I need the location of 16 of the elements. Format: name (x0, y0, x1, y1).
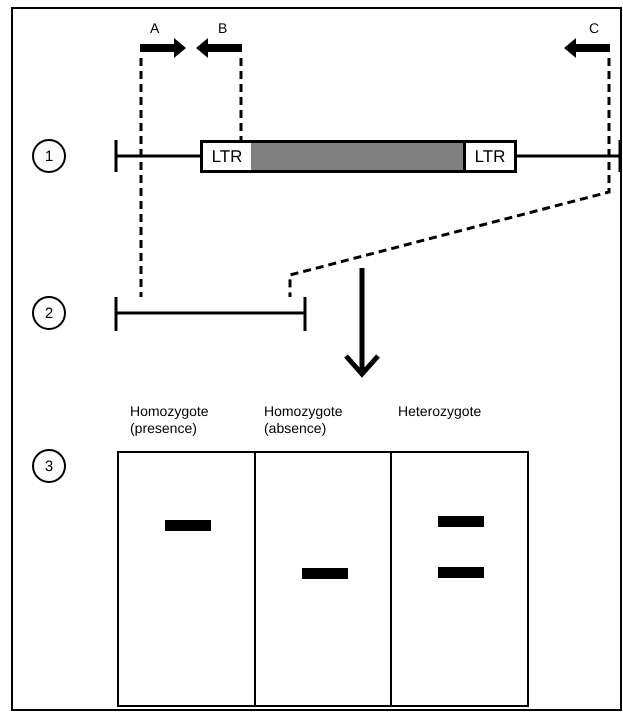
dna-line (114, 297, 307, 331)
insertion-bar (251, 140, 466, 173)
primer-label: C (589, 20, 600, 36)
step-number: 1 (32, 139, 66, 173)
dashed-connector (140, 58, 142, 297)
primer-label: B (218, 20, 228, 36)
dashed-connector (288, 58, 610, 297)
step-number: 2 (32, 296, 66, 330)
lane-heading: Homozygote (presence) (130, 403, 210, 437)
lane-heading: Homozygote (absence) (264, 403, 344, 437)
ltr-box: LTR (463, 140, 517, 173)
dashed-connector (240, 58, 242, 140)
primer-label: A (150, 20, 160, 36)
ltr-box: LTR (200, 140, 254, 173)
lane-heading: Heterozygote (398, 403, 482, 420)
step-number: 3 (32, 449, 66, 483)
